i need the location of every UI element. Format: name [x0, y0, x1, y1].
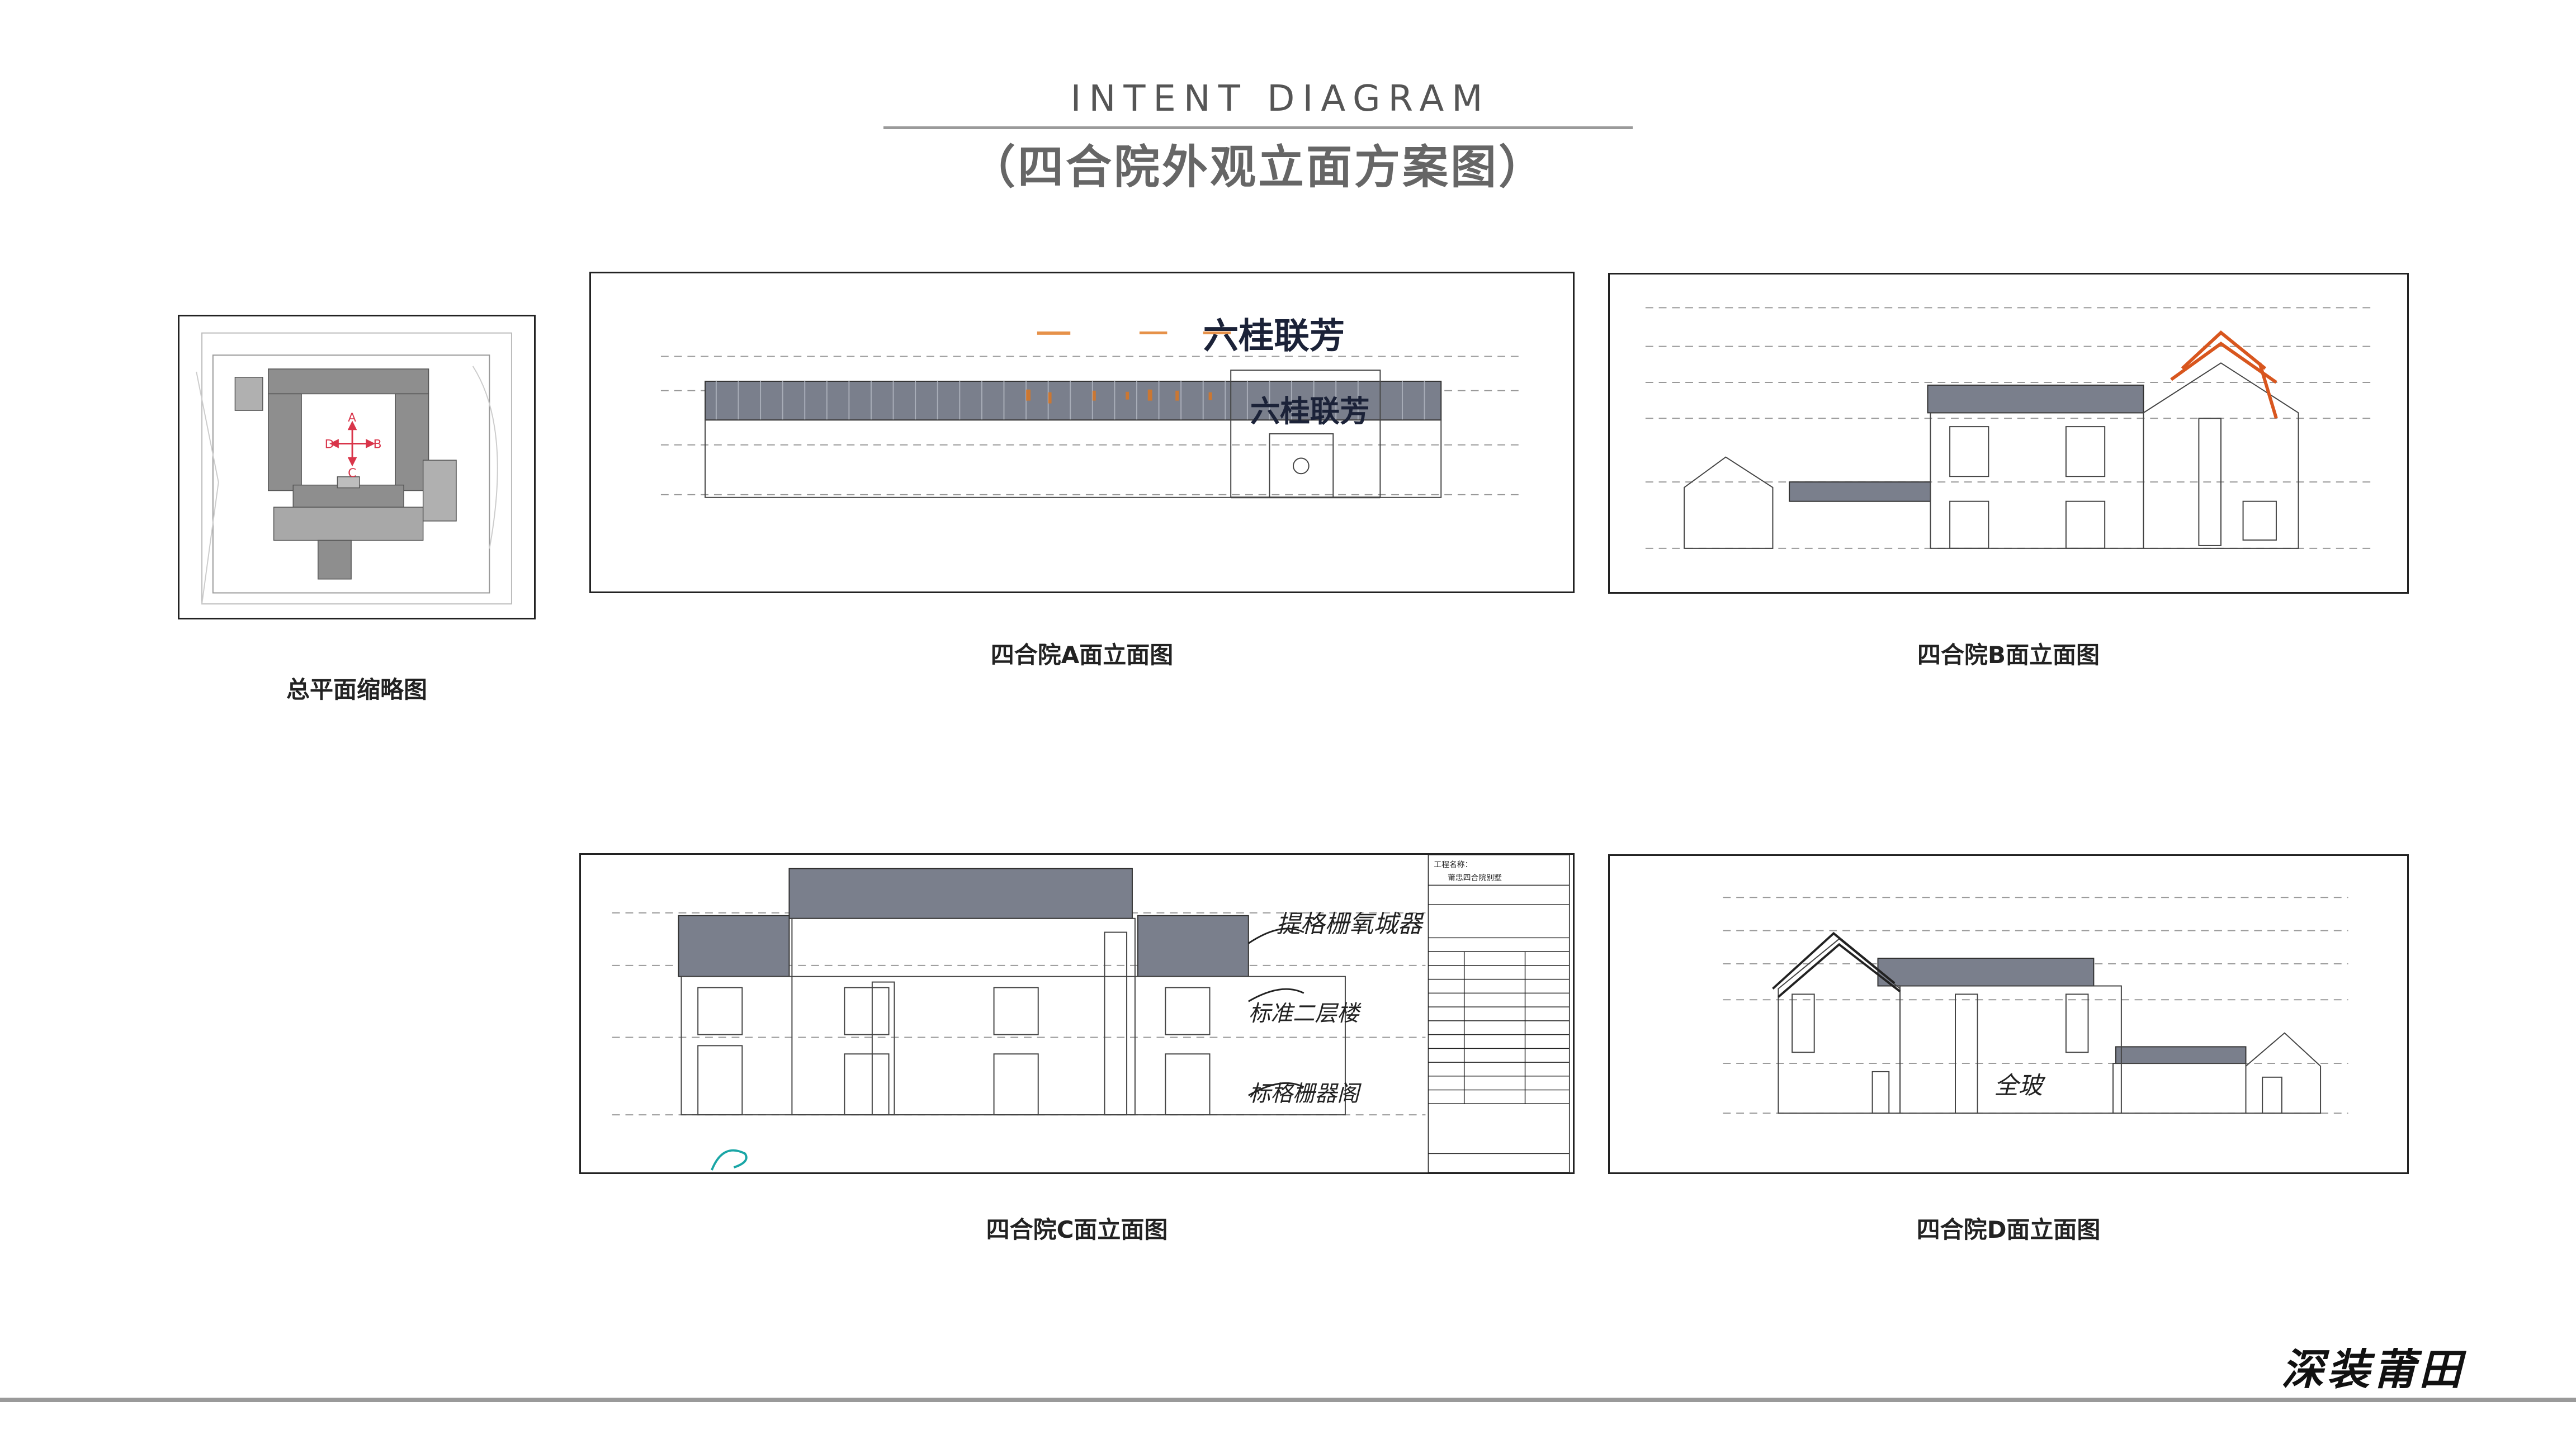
site-plan-caption: 总平面缩略图 [286, 676, 427, 703]
elevation-b-panel [1608, 273, 2409, 594]
elevation-b-drawing [1645, 307, 2376, 549]
compass-label-c: C [348, 466, 356, 480]
signature-logo: 深装莆田 [2281, 1345, 2465, 1394]
elevation-d-caption: 四合院D面立面图 [1916, 1216, 2101, 1243]
elevation-a-handwriting-top: 六桂联芳 [1203, 315, 1345, 357]
elevation-d-drawing: 全玻 [1723, 897, 2348, 1114]
elevation-d-handwriting: 全玻 [1994, 1072, 2046, 1100]
elevation-a-handwriting-sign: 六桂联芳 [1250, 394, 1370, 429]
diagram-title-en: Intent diagram [1070, 78, 1491, 120]
elevation-c-panel: 工程名称： 莆忠四合院别墅 提格栅氧城器 标准二层楼 标格栅器阁 [579, 853, 1575, 1174]
elevation-c-drawing: 工程名称： 莆忠四合院别墅 提格栅氧城器 标准二层楼 标格栅器阁 [612, 855, 1570, 1172]
title-divider [883, 126, 1633, 129]
site-plan-thumbnail: A D B C [178, 315, 536, 619]
elevation-c-handwriting-1: 提格栅氧城器 [1276, 911, 1424, 939]
title-block-project-name: 莆忠四合院别墅 [1448, 874, 1502, 883]
site-plan-drawing: A D B C [196, 332, 512, 605]
elevation-c-caption: 四合院C面立面图 [986, 1216, 1168, 1243]
elevation-a-drawing: 六桂联芳 六桂联芳 [660, 315, 1524, 499]
elevation-c-handwriting-2: 标准二层楼 [1249, 1001, 1362, 1026]
diagram-title-cn: （四合院外观立面方案图） [969, 141, 1547, 194]
elevation-a-panel: 六桂联芳 六桂联芳 [589, 272, 1575, 593]
footer-divider [0, 1398, 2576, 1402]
elevation-a-caption: 四合院A面立面图 [990, 641, 1174, 669]
elevation-d-panel: 全玻 [1608, 854, 2409, 1174]
title-block-project-label: 工程名称： [1434, 860, 1472, 869]
compass-label-d: D [325, 437, 334, 451]
compass-label-a: A [348, 411, 356, 425]
elevation-b-caption: 四合院B面立面图 [1917, 641, 2100, 669]
elevation-c-handwriting-3: 标格栅器阁 [1249, 1081, 1362, 1106]
compass-label-b: B [374, 437, 382, 451]
